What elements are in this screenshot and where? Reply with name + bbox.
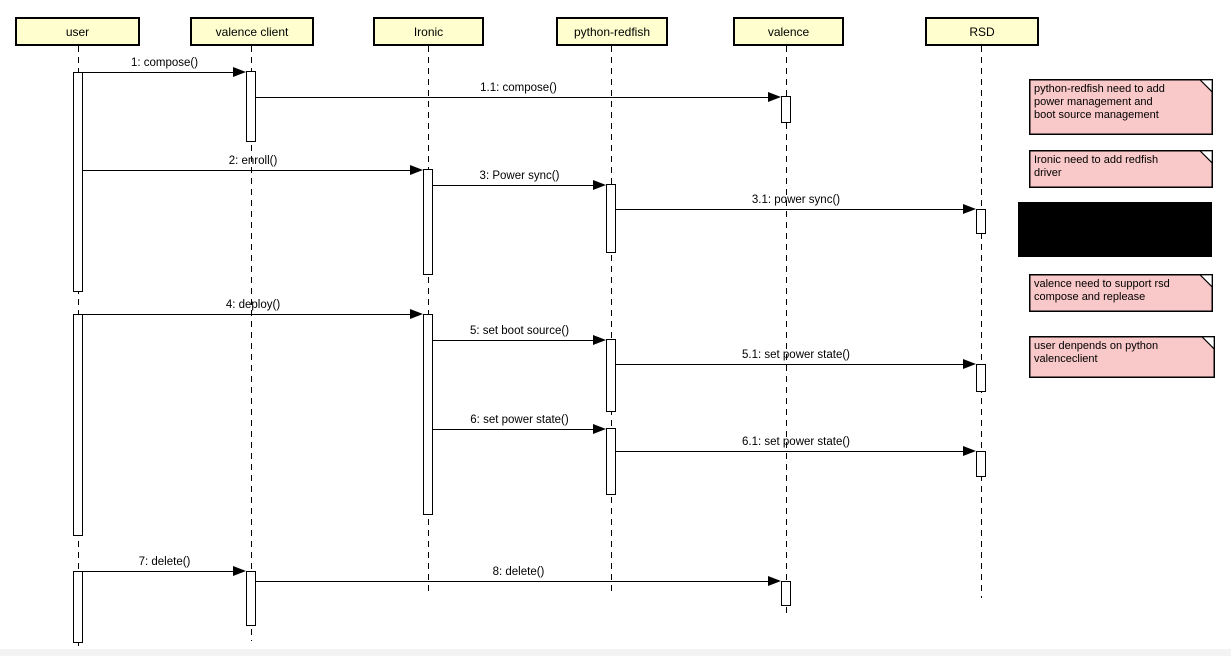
folded-corner-icon xyxy=(1200,336,1215,351)
message-label: 6.1: set power state() xyxy=(741,436,851,448)
activation-bar-valence xyxy=(781,581,791,606)
actor-box-valence-client: valence client xyxy=(190,17,314,46)
message-line xyxy=(616,209,965,211)
arrowhead-icon xyxy=(593,180,606,190)
lifeline-valence-client xyxy=(250,46,252,641)
note-text: Ironic need to add redfish driver xyxy=(1034,154,1159,179)
arrowhead-icon xyxy=(768,92,781,102)
actor-label: Ironic xyxy=(413,24,444,39)
actor-box-user: user xyxy=(15,17,140,46)
note: valence need to support rsd compose and … xyxy=(1029,274,1213,312)
lifeline-python-redfish xyxy=(610,46,612,596)
activation-bar-python-redfish xyxy=(606,339,616,412)
message-line xyxy=(83,72,235,74)
message-label: 3.1: power sync() xyxy=(751,194,841,206)
actor-label: RSD xyxy=(969,24,995,39)
message-label: 7: delete() xyxy=(138,556,191,568)
activation-bar-rsd xyxy=(976,451,986,477)
note: python-redfish need to add power managem… xyxy=(1029,79,1213,135)
arrowhead-icon xyxy=(963,204,976,214)
activation-bar-valence xyxy=(781,96,791,123)
message-line xyxy=(83,170,412,172)
folded-corner-icon xyxy=(1198,150,1213,165)
redacted-note xyxy=(1018,202,1212,257)
message-label: 2: enroll() xyxy=(228,155,278,167)
actor-label: valence xyxy=(767,24,810,39)
actor-box-valence: valence xyxy=(733,17,844,46)
arrowhead-icon xyxy=(233,566,246,576)
message-label: 5.1: set power state() xyxy=(741,349,851,361)
message-line xyxy=(83,314,412,316)
note-shape xyxy=(1029,150,1213,188)
note-shape xyxy=(1029,274,1213,312)
activation-bar-user xyxy=(73,72,83,292)
note: Ironic need to add redfish driver xyxy=(1029,150,1213,188)
message-label: 1.1: compose() xyxy=(480,82,557,94)
arrowhead-icon xyxy=(963,446,976,456)
activation-bar-rsd xyxy=(976,364,986,392)
lifeline-valence xyxy=(785,46,787,617)
activation-bar-python-redfish xyxy=(606,428,616,495)
message-line xyxy=(616,451,965,453)
message-line xyxy=(616,364,965,366)
message-label: 3: Power sync() xyxy=(479,170,560,182)
actor-box-ironic: Ironic xyxy=(373,17,484,46)
arrowhead-icon xyxy=(410,309,423,319)
note-text: user denpends on python valenceclient xyxy=(1034,340,1159,365)
arrowhead-icon xyxy=(963,359,976,369)
arrowhead-icon xyxy=(593,424,606,434)
actor-label: python-redfish xyxy=(573,24,651,39)
activation-bar-ironic xyxy=(423,314,433,515)
actor-label: valence client xyxy=(215,24,289,39)
activation-bar-valence-client xyxy=(246,571,256,626)
note-shape xyxy=(1029,79,1213,135)
message-line xyxy=(83,571,235,573)
arrowhead-icon xyxy=(410,165,423,175)
folded-corner-icon xyxy=(1198,79,1213,94)
activation-bar-rsd xyxy=(976,209,986,234)
activation-bar-ironic xyxy=(423,169,433,275)
note-shape xyxy=(1029,336,1215,378)
message-line xyxy=(433,340,595,342)
arrowhead-icon xyxy=(233,67,246,77)
activation-bar-user xyxy=(73,314,83,536)
message-label: 6: set power state() xyxy=(470,414,569,426)
window-bottom-edge xyxy=(0,649,1231,656)
message-line xyxy=(256,581,770,583)
activation-bar-user xyxy=(73,571,83,643)
activation-bar-python-redfish xyxy=(606,184,616,253)
note-text: valence need to support rsd compose and … xyxy=(1034,278,1170,303)
folded-corner-icon xyxy=(1198,274,1213,289)
actor-box-rsd: RSD xyxy=(925,17,1039,46)
arrowhead-icon xyxy=(768,576,781,586)
lifeline-rsd xyxy=(980,46,982,598)
actor-label: user xyxy=(65,24,90,39)
message-line xyxy=(433,429,595,431)
message-label: 4: deploy() xyxy=(225,299,281,311)
message-label: 8: delete() xyxy=(492,566,545,578)
activation-bar-valence-client xyxy=(246,71,256,142)
actor-box-python-redfish: python-redfish xyxy=(556,17,668,46)
note: user denpends on python valenceclient xyxy=(1029,336,1215,378)
arrowhead-icon xyxy=(593,335,606,345)
message-line xyxy=(433,185,595,187)
message-label: 5: set boot source() xyxy=(469,325,570,337)
message-line xyxy=(256,97,770,99)
message-label: 1: compose() xyxy=(130,57,199,69)
note-text: python-redfish need to add power managem… xyxy=(1034,83,1165,121)
